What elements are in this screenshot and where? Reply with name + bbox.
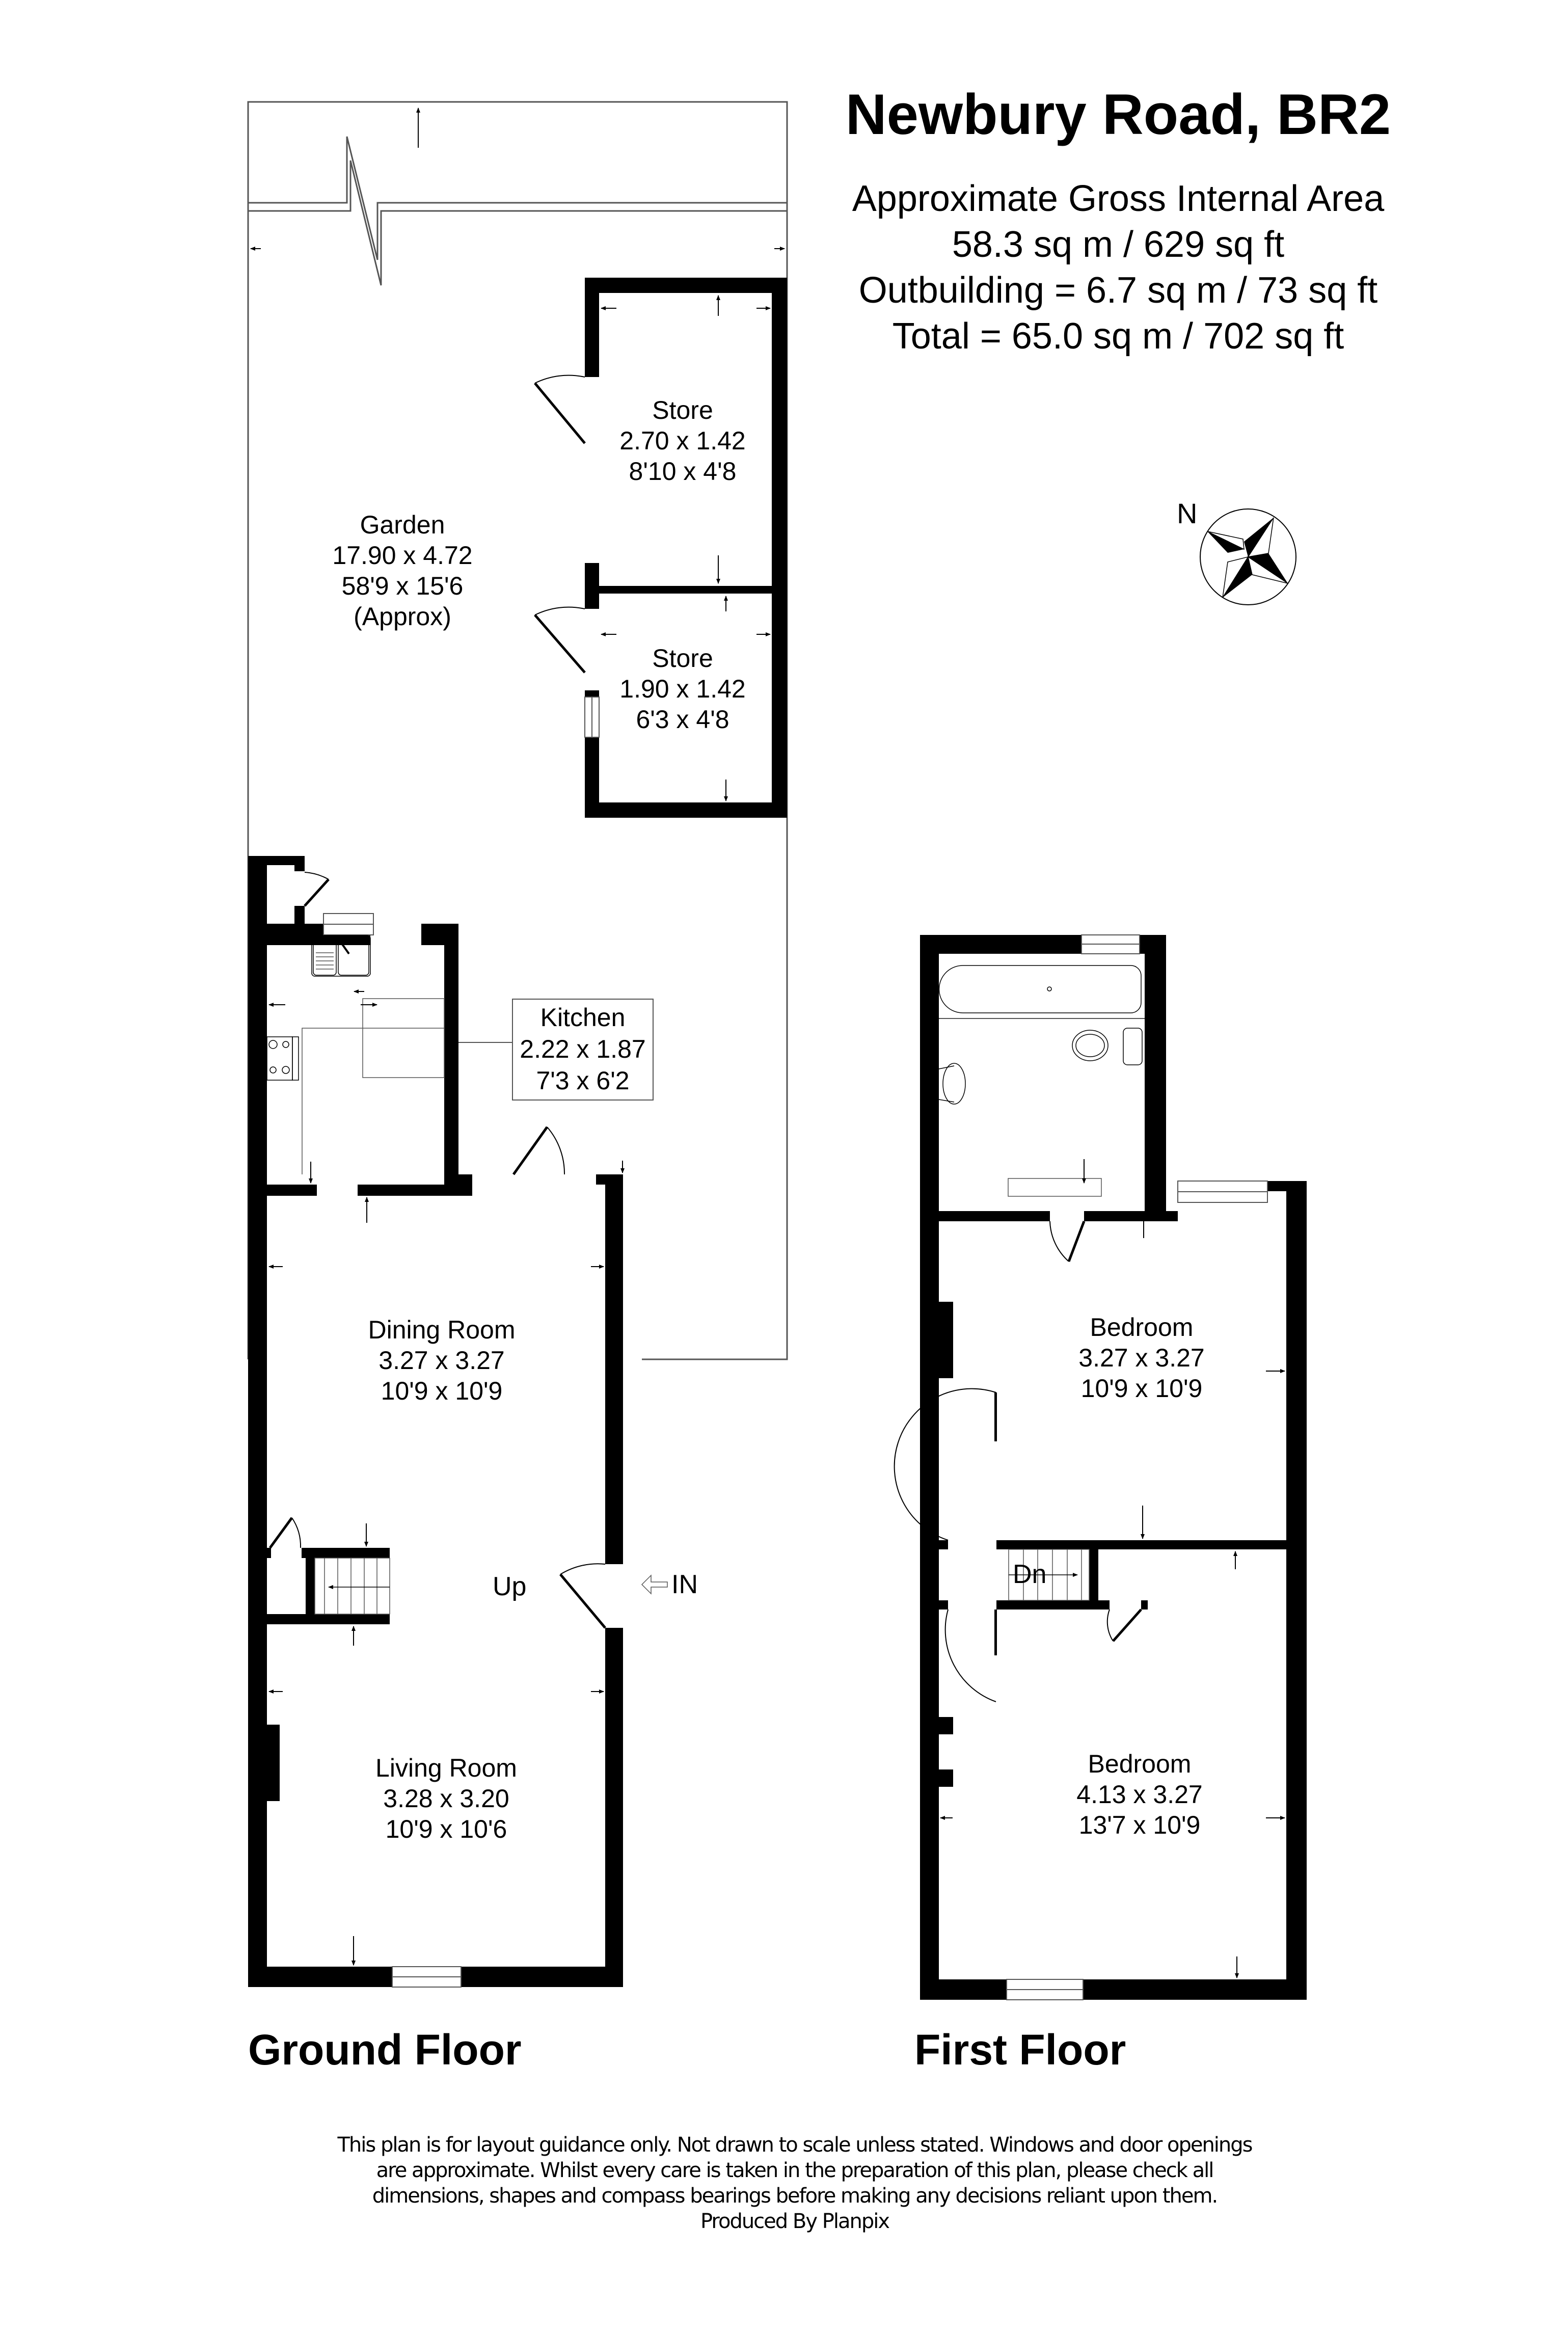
property-title: Newbury Road, BR2 [845,83,1391,146]
compass-rose-icon [1200,508,1296,605]
room-imperial: 10'9 x 10'6 [385,1815,507,1843]
disclaimer-line-1: This plan is for layout guidance only. N… [337,2133,1253,2157]
store-dimension-arrows [601,295,771,801]
garden-dimension-arrows [250,108,785,251]
store-window [584,696,600,738]
room-metric: 17.90 x 4.72 [332,541,473,570]
room-metric: 2.22 x 1.87 [520,1035,646,1063]
outbuilding-walls [585,278,787,818]
room-store-2: Store 1.90 x 1.42 6'3 x 4'8 [619,643,745,735]
room-imperial: 6'3 x 4'8 [636,705,729,734]
outbuilding-area: Outbuilding = 6.7 sq m / 73 sq ft [858,270,1378,311]
compass-north-label: N [1177,497,1198,529]
room-imperial: 13'7 x 10'9 [1078,1811,1201,1839]
first-floor-label: First Floor [914,2026,1126,2074]
first-floor-dimension-arrows [940,1159,1285,1978]
room-name: Bedroom [1088,1750,1192,1778]
room-imperial: 7'3 x 6'2 [536,1066,630,1095]
area-heading: Approximate Gross Internal Area [852,178,1385,219]
room-name: Store [652,396,713,424]
stairs-down-label: Dn [1013,1560,1047,1589]
ground-floor-stairs [314,1558,390,1615]
room-name: Store [652,644,713,673]
room-name: Bedroom [1090,1313,1194,1342]
room-metric: 1.90 x 1.42 [619,675,746,703]
first-floor-stairs [1008,1549,1090,1601]
ground-floor-dimension-arrows [268,929,625,1966]
room-name: Living Room [375,1754,517,1782]
first-floor-walls [920,935,1307,2000]
room-living-room: Living Room 3.28 x 3.20 10'9 x 10'6 [375,1753,517,1844]
room-metric: 3.27 x 3.27 [1078,1344,1205,1372]
room-name: Dining Room [368,1316,516,1344]
ground-floor-walls [248,856,623,1987]
kitchen-fixtures [266,935,445,1174]
room-imperial: 8'10 x 4'8 [629,457,737,486]
area-summary: Approximate Gross Internal Area 58.3 sq … [815,176,1421,359]
room-imperial: 10'9 x 10'9 [1080,1374,1203,1403]
entrance-arrow-icon [641,1574,668,1595]
disclaimer-line-3: dimensions, shapes and compass bearings … [372,2184,1218,2208]
stairs-up-label: Up [493,1572,527,1601]
room-metric: 4.13 x 3.27 [1076,1780,1203,1809]
room-name: Kitchen [540,1003,626,1032]
room-metric: 3.28 x 3.20 [383,1784,509,1813]
ground-floor-windows [323,913,462,1988]
outbuilding-doors [534,374,586,674]
first-floor-windows [1006,934,1268,2000]
ground-floor-doors [268,872,606,1629]
room-garden: Garden 17.90 x 4.72 58'9 x 15'6 (Approx) [332,509,472,632]
ground-floor-label: Ground Floor [248,2026,522,2074]
room-name: Garden [360,511,445,539]
room-bedroom-2: Bedroom 4.13 x 3.27 13'7 x 10'9 [1076,1749,1202,1840]
room-metric: 3.27 x 3.27 [379,1346,505,1375]
first-floor-doors [894,1221,1142,1702]
room-store-1: Store 2.70 x 1.42 8'10 x 4'8 [619,395,745,487]
total-area: Total = 65.0 sq m / 702 sq ft [892,316,1344,357]
room-imperial: 58'9 x 15'6 [341,572,464,600]
room-dining-room: Dining Room 3.27 x 3.27 10'9 x 10'9 [368,1314,515,1406]
room-imperial: 10'9 x 10'9 [381,1377,503,1405]
garden-outline [247,101,788,1360]
bathroom-fixtures [938,965,1145,1197]
room-bedroom-1: Bedroom 3.27 x 3.27 10'9 x 10'9 [1078,1312,1204,1404]
disclaimer: This plan is for layout guidance only. N… [245,2132,1345,2234]
producer-credit: Produced By Planpix [700,2210,890,2233]
room-kitchen: Kitchen 2.22 x 1.87 7'3 x 6'2 [512,999,654,1101]
room-metric: 2.70 x 1.42 [619,426,746,455]
disclaimer-line-2: are approximate. Whilst every care is ta… [376,2159,1214,2182]
room-note: (Approx) [354,602,451,631]
entrance-label: IN [671,1570,698,1599]
main-area: 58.3 sq m / 629 sq ft [952,224,1285,265]
